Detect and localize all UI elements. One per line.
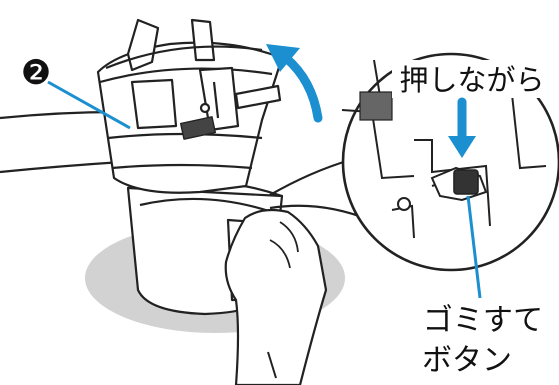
press-down-arrow-head — [448, 136, 476, 158]
rotate-arrow-icon — [281, 53, 323, 123]
grip-texture — [359, 91, 393, 121]
rotate-arrow-head — [266, 44, 300, 72]
dust-button-top — [453, 169, 479, 195]
hand — [224, 208, 328, 385]
button-leader-line — [466, 195, 482, 299]
button-label-line1: ゴミすて — [423, 303, 543, 338]
step-leader-line — [47, 80, 131, 130]
left-arm — [0, 110, 124, 174]
button-label-line2: ボタン — [422, 343, 512, 378]
step-marker: ❷ — [21, 53, 51, 93]
cyclone-body — [96, 18, 284, 194]
detail-zoom-circle — [341, 52, 559, 272]
press-label: 押しながら — [399, 63, 544, 97]
